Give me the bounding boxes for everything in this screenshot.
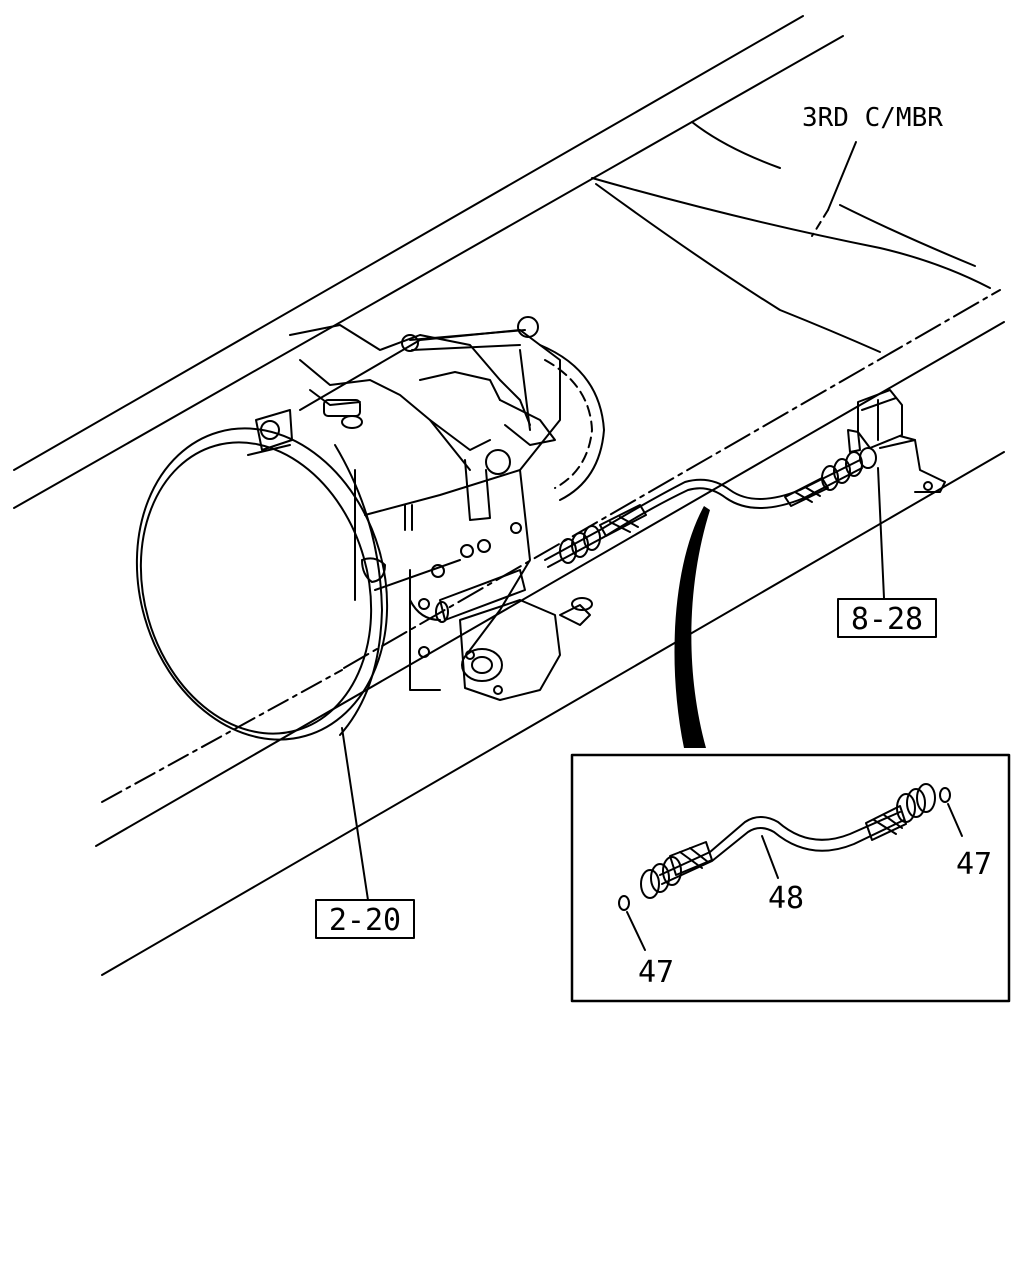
ref-8-28-box [838, 599, 936, 637]
o-ring-left [619, 896, 629, 910]
clutch-hose-installed [545, 452, 862, 567]
left-frame-rail [14, 16, 843, 802]
leader-lines [342, 468, 884, 900]
ref-2-20-label: 2-20 [329, 903, 401, 938]
ref-8-28-label: 8-28 [851, 602, 923, 637]
hose-bracket [848, 390, 945, 492]
right-frame-rail [96, 290, 1004, 975]
part-47-left-label: 47 [638, 955, 674, 990]
transmission-assembly [101, 317, 604, 770]
hose-48 [641, 784, 935, 898]
crossmember-label: 3RD C/MBR [802, 103, 943, 133]
third-crossmember [592, 122, 990, 352]
part-47-right-label: 47 [956, 847, 992, 882]
detail-frame [572, 755, 1009, 1001]
ref-2-20-box [316, 900, 414, 938]
o-ring-right [940, 788, 950, 802]
detail-inset: 48 47 47 [572, 755, 1009, 1001]
part-48-label: 48 [768, 881, 804, 916]
detail-arrow [674, 506, 710, 748]
